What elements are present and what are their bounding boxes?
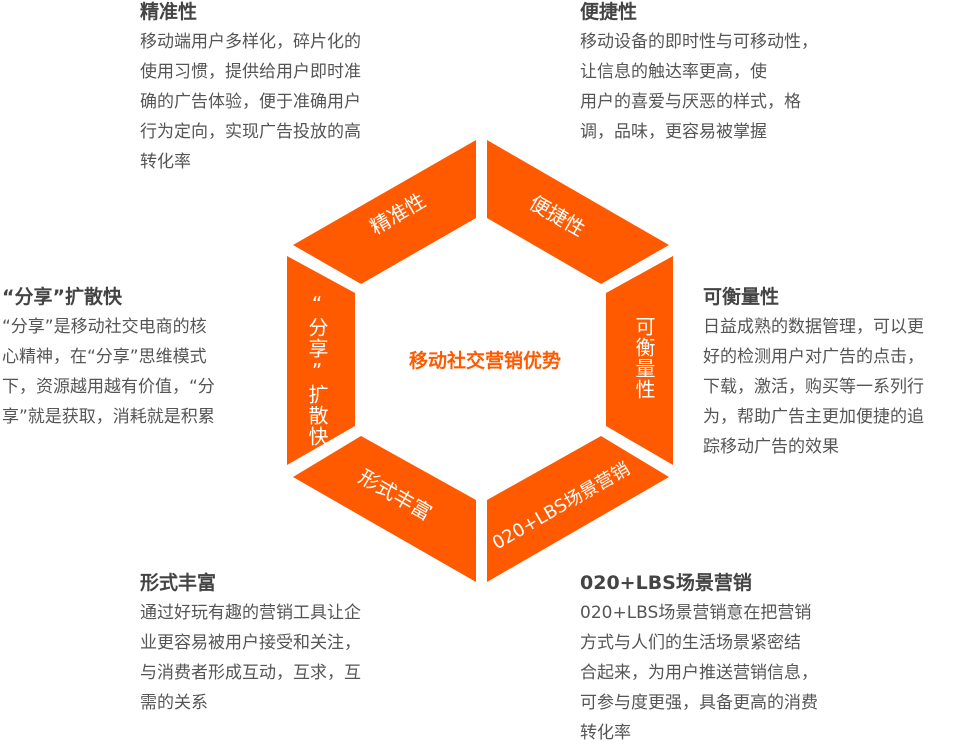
block-title: 便捷性 <box>580 1 638 23</box>
block-line: 确的广告体验，便于准确用户 <box>140 92 361 112</box>
block-lbs: 020+LBS场景营销 020+LBS场景营销意在把营销 方式与人们的生活场景紧… <box>580 568 818 748</box>
block-line: 方式与人们的生活场景紧密结 <box>580 633 801 653</box>
block-line: 使用习惯，提供给用户即时准 <box>140 62 361 82</box>
center-title: 移动社交营销优势 <box>408 350 561 372</box>
block-title: 可衡量性 <box>703 286 780 308</box>
segment-label-measurable: 可衡量性 <box>632 316 656 400</box>
block-line: “分享”是移动社交电商的核 <box>2 317 207 337</box>
block-measurable: 可衡量性 日益成熟的数据管理，可以更 好的检测用户对广告的点击， 下载，激活，购… <box>703 282 924 462</box>
block-line: 020+LBS场景营销意在把营销 <box>580 603 812 623</box>
block-title: 精准性 <box>140 1 198 23</box>
block-line: 业更容易被用户接受和关注， <box>140 633 361 653</box>
block-line: 让信息的触达率更高，使 <box>580 62 767 82</box>
block-line: 为，帮助广告主更加便捷的追 <box>703 407 924 427</box>
block-sharing: “分享”扩散快 “分享”是移动社交电商的核 心精神，在“分享”思维模式 下，资源… <box>2 282 215 432</box>
segment-bottom-left <box>293 436 476 582</box>
segment-bottom-right <box>487 436 669 582</box>
block-line: 下载，激活，购买等一系列行 <box>703 377 924 397</box>
block-line: 享”就是获取，消耗就是积累 <box>2 407 215 427</box>
block-line: 与消费者形成互动，互求，互 <box>140 663 361 683</box>
block-line: 转化率 <box>580 723 631 743</box>
segment-left <box>287 256 355 465</box>
segment-top-left <box>293 140 476 284</box>
block-precision: 精准性 移动端用户多样化，碎片化的 使用习惯，提供给用户即时准 确的广告体验，便… <box>140 0 361 177</box>
block-line: 需的关系 <box>140 693 208 713</box>
segment-label-sharing: “分享”扩散快 <box>305 292 329 447</box>
block-title: “分享”扩散快 <box>2 286 122 308</box>
block-line: 用户的喜爱与厌恶的样式，格 <box>580 92 801 112</box>
segment-right <box>606 256 673 465</box>
block-line: 可参与度更强，具备更高的消费 <box>580 693 818 713</box>
block-line: 日益成熟的数据管理，可以更 <box>703 317 924 337</box>
block-line: 转化率 <box>140 152 191 172</box>
block-line: 调，品味，更容易被掌握 <box>580 122 767 142</box>
block-rich-forms: 形式丰富 通过好玩有趣的营销工具让企 业更容易被用户接受和关注， 与消费者形成互… <box>140 568 361 718</box>
block-line: 下，资源越用越有价值，“分 <box>2 377 215 397</box>
block-title: 形式丰富 <box>140 572 217 594</box>
block-line: 心精神，在“分享”思维模式 <box>2 347 207 367</box>
block-line: 合起来，为用户推送营销信息， <box>580 663 818 683</box>
block-convenience: 便捷性 移动设备的即时性与可移动性， 让信息的触达率更高，使 用户的喜爱与厌恶的… <box>580 0 818 147</box>
block-title: 020+LBS场景营销 <box>580 572 752 594</box>
block-line: 移动端用户多样化，碎片化的 <box>140 32 361 52</box>
segment-top-right <box>487 140 669 284</box>
block-line: 通过好玩有趣的营销工具让企 <box>140 603 361 623</box>
block-line: 踪移动广告的效果 <box>703 437 839 457</box>
block-line: 行为定向，实现广告投放的高 <box>140 122 361 142</box>
block-line: 好的检测用户对广告的点击， <box>703 347 924 367</box>
block-line: 移动设备的即时性与可移动性， <box>580 32 818 52</box>
